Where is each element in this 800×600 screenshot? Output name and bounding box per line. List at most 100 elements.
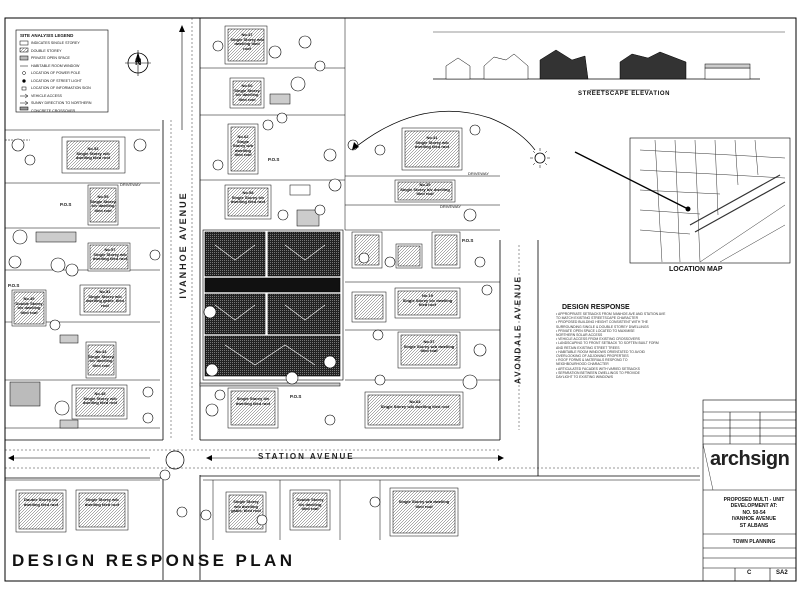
- lot-number: No.45: [94, 391, 106, 396]
- firm-logo: archsign: [710, 448, 790, 470]
- revision-label: C: [747, 570, 752, 576]
- design-response-line: • ARTICULATED FACADES WITH VARIED SETBAC…: [556, 366, 640, 371]
- legend-list: INDICATES SINGLE STOREY DOUBLE STOREY PR…: [31, 40, 91, 115]
- design-response-line: DAYLIGHT TO EXISTING WINDOWS: [556, 375, 614, 380]
- lot-number: No.19: [422, 293, 433, 298]
- building-label: No.49 Double Storey b/v dwelling tiled r…: [15, 296, 43, 315]
- legend-item: SUNNY DIRECTION TO NORTHERN: [31, 101, 92, 105]
- building-description: Single Storey w/b dwelling tiled roof: [82, 395, 118, 405]
- building-description: Single Storey w/b dwelling gable, tiled …: [85, 293, 124, 308]
- building-label: No.62 Single Storey w/b dwelling tiled r…: [232, 134, 254, 158]
- legend-item: INDICATES SINGLE STOREY: [31, 41, 80, 45]
- building-label: No.43 Single Storey b/v dwelling tiled r…: [88, 349, 114, 368]
- design-response-line: • HABITABLE ROOM WINDOWS ORIENTATED TO A…: [556, 349, 645, 354]
- building-description: Single Storey w/b dwelling tiled roof: [403, 343, 455, 353]
- sun-path: [351, 110, 550, 168]
- lot-number: No.47: [241, 32, 253, 37]
- design-response-notes: • APPROPRIATE SETBACKS FROM IVANHOE AVE …: [556, 312, 696, 379]
- legend-box: [15, 29, 109, 113]
- building-description: Single Storey w/b dwelling tiled roof: [398, 499, 450, 509]
- pos-label: P.O.S: [290, 394, 302, 399]
- building-label: No.37 Single Storey w/b dwelling tiled r…: [403, 339, 455, 354]
- building-description: Single Storey w/b dwelling tiled roof: [92, 251, 128, 261]
- north-east-lots: [345, 127, 500, 206]
- drawing-number: SA2: [776, 570, 788, 576]
- south-lots: [5, 479, 700, 540]
- west-lots: [5, 129, 160, 429]
- design-response-line: TO MATCH EXISTING STREETSCAPE CHARACTER: [556, 316, 639, 321]
- project-line: ST ALBANS: [739, 522, 769, 529]
- project-line: DEVELOPMENT AT:: [730, 503, 778, 510]
- arrow-left-icon: [206, 455, 212, 461]
- legend-item: CONCRETE CROSSOVER: [31, 108, 76, 113]
- lot-number: No.51: [99, 289, 111, 294]
- lot-number: No.62: [237, 134, 249, 139]
- design-response-line: • ROOF FORMS & MATERIALS RESPOND TO: [556, 358, 628, 363]
- lot-number: No.37: [423, 339, 435, 344]
- building-label: No.51 Single Storey w/b dwelling gable, …: [84, 289, 126, 308]
- project-description: PROPOSED MULTI - UNIT DEVELOPMENT AT: NO…: [714, 497, 794, 529]
- building-description: Single Storey b/v dwelling tiled roof: [234, 87, 260, 102]
- lot-number: No.53: [87, 146, 99, 151]
- lot-number: No.58: [242, 190, 254, 195]
- north-arrow-icon: [125, 50, 151, 76]
- lot-number: No.55: [97, 194, 109, 199]
- drawing-title: DESIGN RESPONSE PLAN: [12, 551, 296, 570]
- lot-number: No.49: [23, 296, 35, 301]
- north-arrow-road-icon: [179, 25, 185, 32]
- building-description: Single Storey w/b dwelling tiled roof: [380, 403, 450, 409]
- street-label-station: STATION AVENUE: [258, 452, 355, 461]
- design-response-line: NEIGHBOURHOOD CHARACTER: [556, 362, 609, 367]
- building-description: Single Storey b/v dwelling tiled roof: [235, 396, 271, 406]
- title-block-frame: [702, 399, 797, 582]
- building-label: No.45 Single Storey w/b dwelling tiled r…: [78, 391, 122, 406]
- building-label: Double Storey b/v dwelling tiled roof: [20, 497, 62, 507]
- design-response-line: OVERLOOKING OF ADJOINING PROPERTIES: [556, 354, 629, 359]
- pos-label: P.O.S: [60, 202, 72, 207]
- sun-icon: [534, 152, 546, 164]
- building-description: Double Storey b/v dwelling tiled roof: [23, 497, 59, 507]
- lot-number: No.41: [426, 135, 438, 140]
- building-description: Single Storey b/v dwelling tiled roof: [400, 186, 450, 196]
- legend-item: PRIVATE OPEN SPACE: [31, 56, 70, 60]
- building-label: No.19 Single Storey b/v dwelling tiled r…: [400, 293, 455, 308]
- streetscape-label: STREETSCAPE ELEVATION: [578, 91, 671, 97]
- stage-label: TOWN PLANNING: [732, 539, 776, 545]
- driveway-label: DRIVEWAY: [440, 204, 461, 209]
- legend-item: VEHICLE ACCESS: [31, 93, 62, 98]
- building-label: Single Storey b/v dwelling tiled roof: [233, 396, 273, 406]
- lot-number: No.57: [104, 247, 116, 252]
- building-label: No.60 Single Storey b/v dwelling tiled r…: [234, 83, 260, 102]
- design-response-line: • VEHICLE ACCESS FROM EXISTING CROSSOVER…: [556, 337, 640, 342]
- legend-item: LOCATION OF POWER POLE: [31, 71, 81, 75]
- building-label: No.39 Single Storey b/v dwelling tiled r…: [400, 182, 450, 197]
- building-label: No.64 Single Storey w/b dwelling tiled r…: [372, 399, 458, 409]
- legend-item: HABITABLE ROOM WINDOW: [31, 63, 80, 68]
- building-description: Double Storey b/v dwelling tiled roof: [296, 497, 324, 511]
- building-description: Single Storey w/b dwelling tiled roof: [414, 139, 450, 149]
- design-response-title: DESIGN RESPONSE: [562, 304, 630, 311]
- north-lots: [200, 18, 346, 230]
- legend-item: LOCATION OF STREET LIGHT: [31, 78, 82, 83]
- street-label-ivanhoe: IVANHOE AVENUE: [178, 191, 188, 299]
- design-response-line: • LANDSCAPING TO FRONT SETBACK TO SOFTEN…: [556, 341, 659, 346]
- station-avenue-road: [5, 439, 700, 479]
- design-response-line: • SEPARATION BETWEEN DWELLINGS TO PROVID…: [556, 370, 640, 375]
- building-label: No.55 Single Storey b/v dwelling tiled r…: [90, 194, 116, 213]
- sheet-border: [4, 17, 797, 582]
- pos-label: P.O.S: [268, 157, 280, 162]
- location-map-label: LOCATION MAP: [669, 266, 723, 273]
- building-description: Single Storey w/b dwelling tiled roof: [84, 497, 120, 507]
- building-label: No.53 Single Storey w/b dwelling tiled r…: [70, 146, 116, 161]
- building-label: Single Storey w/b dwelling tiled roof: [395, 499, 453, 509]
- building-description: Single Storey w/b dwelling tiled roof: [232, 138, 254, 157]
- driveway-label: DRIVEWAY: [120, 182, 141, 187]
- legend-item: DOUBLE STOREY: [31, 48, 62, 53]
- building-description: Single Storey w/b dwelling tiled roof: [230, 36, 264, 51]
- legend-item: LOCATION OF INFORMATION SIGN: [31, 86, 91, 90]
- street-label-avondale: AVONDALE AVENUE: [513, 275, 523, 384]
- driveway-label: DRIVEWAY: [468, 171, 489, 176]
- lot-number: No.39: [419, 182, 431, 187]
